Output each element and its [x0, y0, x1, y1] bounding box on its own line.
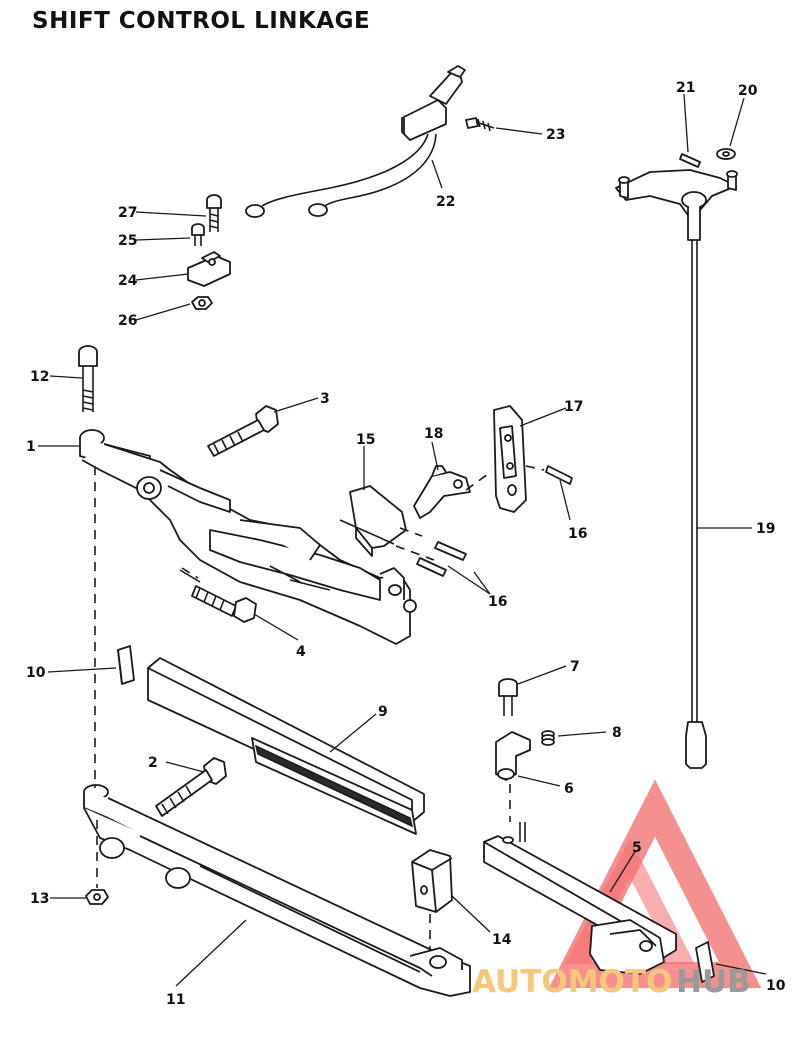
part-15-cam-bracket	[339, 485, 407, 557]
page-title: SHIFT CONTROL LINKAGE	[32, 8, 371, 34]
callout-8: 8	[612, 725, 622, 741]
callout-19: 19	[756, 521, 775, 537]
part-1-shift-bracket	[79, 429, 417, 645]
part-18-lever	[413, 465, 471, 519]
part-26-nut	[191, 296, 213, 310]
callout-10-right: 10	[766, 978, 786, 994]
part-14-block	[411, 849, 453, 913]
callout-13: 13	[30, 891, 49, 907]
callout-16-lower: 16	[488, 594, 507, 610]
callout-2: 2	[148, 755, 158, 771]
callout-22: 22	[436, 194, 455, 210]
callout-21: 21	[676, 80, 695, 96]
part-8-spring	[541, 730, 555, 746]
assembly-lines	[94, 465, 545, 950]
callout-10-left: 10	[26, 665, 46, 681]
part-16-pins-pair	[416, 541, 467, 577]
part-13-nut	[85, 889, 109, 905]
callout-24: 24	[118, 273, 138, 289]
part-27-screw	[206, 194, 222, 232]
callout-3: 3	[320, 391, 330, 407]
callout-23: 23	[546, 127, 565, 143]
callout-25: 25	[118, 233, 137, 249]
callout-26: 26	[118, 313, 137, 329]
part-4-bolt	[191, 585, 257, 623]
part-25-screw	[191, 223, 205, 246]
part-10-block-right	[695, 941, 715, 983]
callout-14: 14	[492, 932, 512, 948]
part-12-bolt	[78, 345, 98, 412]
part-16-pin	[545, 465, 573, 485]
callout-17: 17	[564, 399, 583, 415]
callout-5: 5	[632, 840, 642, 856]
callout-7: 7	[570, 659, 580, 675]
callout-16-upper: 16	[568, 526, 587, 542]
callout-1: 1	[26, 439, 36, 455]
part-2-bolt	[155, 757, 227, 817]
part-21-pin	[679, 153, 701, 168]
watermark-text-b: HUB	[676, 964, 751, 1000]
callout-20: 20	[738, 83, 758, 99]
part-24-clamp	[187, 251, 231, 287]
callout-11: 11	[166, 992, 185, 1008]
part-5-cam-slide	[483, 822, 677, 975]
callout-18: 18	[424, 426, 443, 442]
watermark-text-a: AUTOMOTO	[472, 964, 672, 1000]
callout-labels: 1 2 3 4 5 6 7 8 9 10 10 11 12 13 14 15 1…	[26, 80, 786, 1008]
callout-9: 9	[378, 704, 388, 720]
part-20-washer	[716, 148, 736, 160]
part-11-rail	[83, 784, 471, 997]
callout-12: 12	[30, 369, 49, 385]
watermark-text: AUTOMOTO HUB	[472, 964, 751, 1000]
callout-15: 15	[356, 432, 375, 448]
callout-27: 27	[118, 205, 137, 221]
part-10-block-left	[117, 645, 135, 685]
part-22-neutral-switch	[245, 65, 466, 218]
part-3-bolt	[207, 405, 279, 457]
part-17-shift-plate	[493, 405, 527, 513]
part-23-screw	[465, 117, 495, 132]
leader-lines	[38, 93, 767, 987]
part-7-screw	[498, 678, 518, 716]
part-6-lever	[495, 731, 531, 781]
callout-4: 4	[296, 644, 306, 660]
callout-6: 6	[564, 781, 574, 797]
part-9-slide	[147, 657, 425, 835]
part-19-shift-rod	[615, 169, 738, 769]
